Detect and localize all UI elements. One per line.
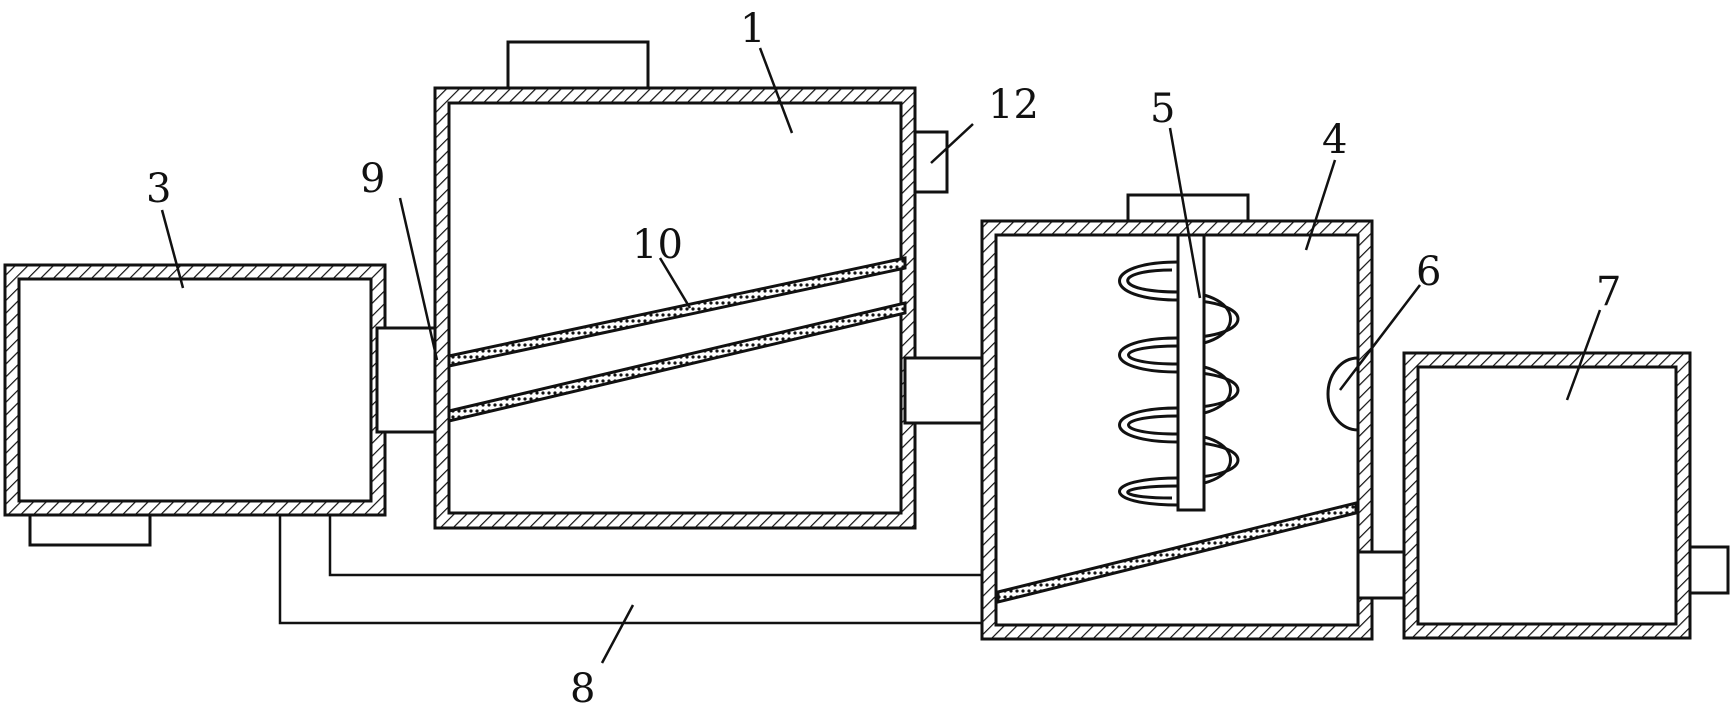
leader-10 xyxy=(658,257,692,309)
tank-1 xyxy=(433,40,949,530)
leader-9 xyxy=(398,197,439,361)
screen-tank-4 xyxy=(996,501,1358,604)
tank-4 xyxy=(980,193,1374,641)
leader-7 xyxy=(1565,309,1602,401)
label-10: 10 xyxy=(632,222,683,268)
label-6: 6 xyxy=(1416,249,1441,295)
screen-10-upper xyxy=(447,256,907,368)
leader-4 xyxy=(1304,159,1337,251)
label-1: 1 xyxy=(740,6,765,52)
label-3: 3 xyxy=(146,166,171,212)
leader-12 xyxy=(930,123,974,164)
tank-3 xyxy=(3,263,387,547)
leader-6 xyxy=(1339,284,1421,391)
tank-3-bottom-foot xyxy=(28,513,152,547)
label-12: 12 xyxy=(988,82,1039,128)
screen-10-lower xyxy=(447,301,907,423)
leader-8 xyxy=(600,604,635,664)
label-9: 9 xyxy=(360,156,385,202)
tank-4-top-cap xyxy=(1126,193,1250,225)
label-7: 7 xyxy=(1596,269,1621,315)
label-5: 5 xyxy=(1150,86,1175,132)
screw-shaft xyxy=(1176,233,1206,512)
label-8: 8 xyxy=(570,666,595,711)
screw-conveyor-5 xyxy=(1118,233,1240,512)
return-pipe-8 xyxy=(278,515,982,625)
label-4: 4 xyxy=(1322,117,1347,163)
tank-7 xyxy=(1402,351,1730,640)
tank-7-outlet xyxy=(1688,545,1730,595)
leader-5 xyxy=(1168,127,1202,299)
leader-1 xyxy=(758,47,794,134)
leader-3 xyxy=(160,209,185,289)
